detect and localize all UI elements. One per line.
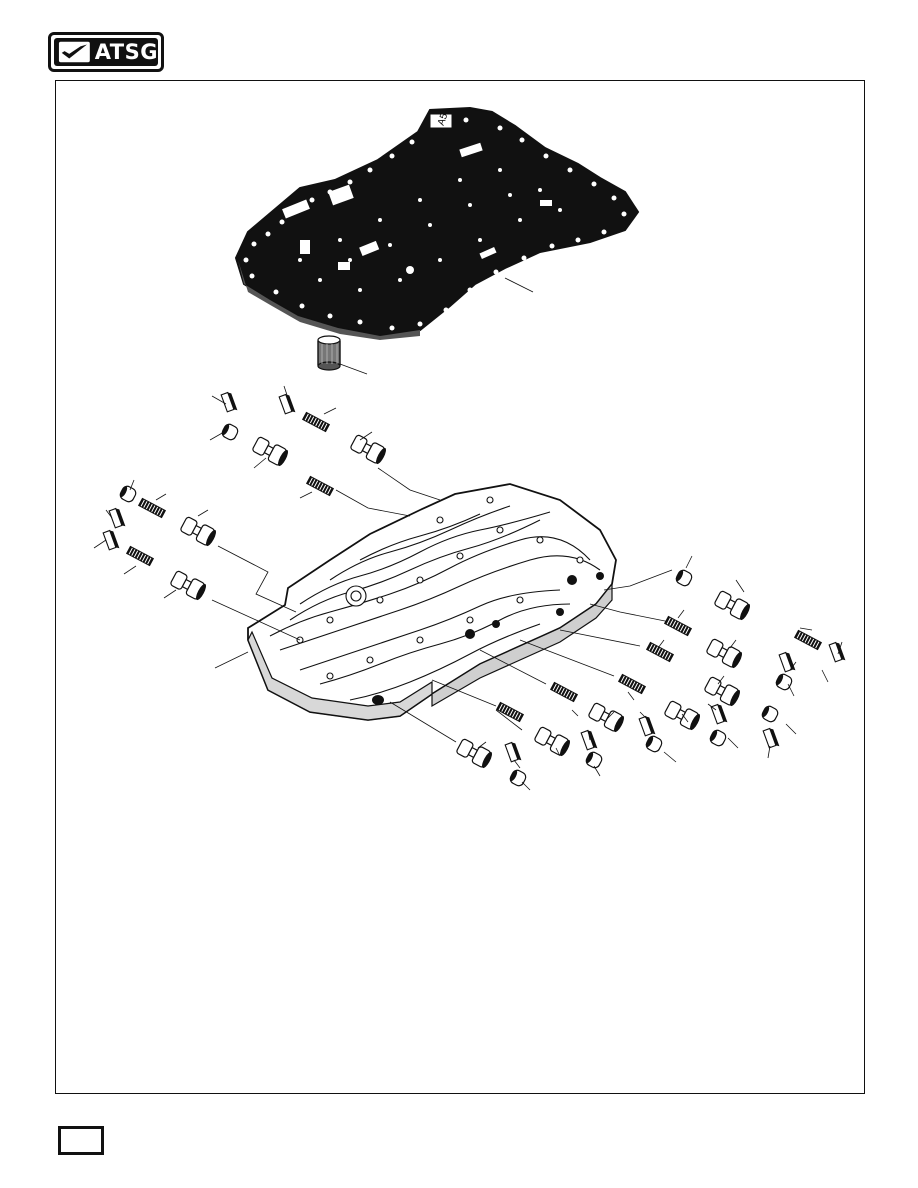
page-number-box — [58, 1126, 104, 1155]
bottom-valve-train — [454, 701, 605, 789]
leader-lines — [211, 277, 673, 743]
callout-ticks — [93, 385, 843, 791]
plate-stamp: A5 — [436, 111, 451, 127]
separator-plate: A5 — [234, 106, 640, 340]
filter-screen — [317, 335, 341, 371]
atsg-logo: ATSG — [48, 32, 164, 72]
atsg-checkmark-logo-icon — [58, 41, 90, 63]
illustration-frame — [55, 80, 865, 1094]
logo-text: ATSG — [94, 39, 158, 64]
logo-inner: ATSG — [54, 38, 158, 66]
lower-valve-body — [247, 483, 617, 721]
